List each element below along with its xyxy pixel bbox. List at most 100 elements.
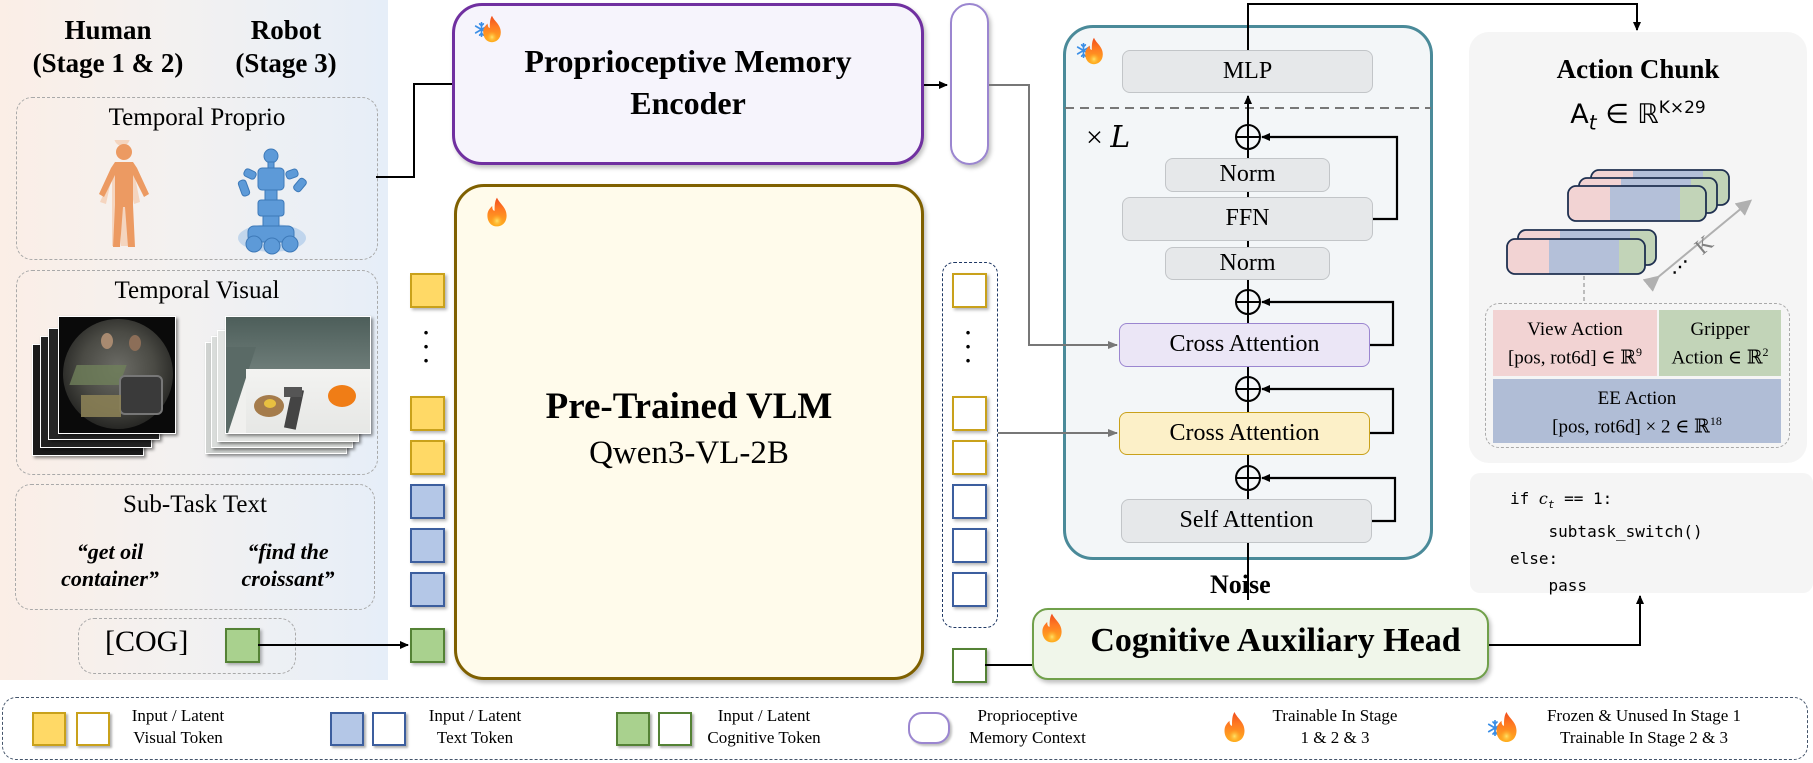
subtask-text-box: Sub-Task Text (15, 484, 375, 610)
human-visual-frames (32, 316, 176, 456)
legend-memory-line2: Memory Context (969, 728, 1086, 747)
legend-cognitive-line2: Cognitive Token (707, 728, 821, 747)
ee-action-dim: [pos, rot6d] × 2 ∈ ℝ (1552, 416, 1710, 438)
ffn-block: FFN (1122, 197, 1373, 241)
times-symbol: × (1086, 121, 1103, 154)
visual-latent-token (952, 273, 987, 308)
legend-visual-input-swatch (32, 712, 66, 746)
robot-stage-label: (Stage 3) (235, 48, 337, 78)
legend-frozen-label: Frozen & Unused In Stage 1 Trainable In … (1524, 705, 1764, 749)
cog-label: [COG] (105, 625, 189, 658)
legend-text-input-swatch (330, 712, 364, 746)
text-input-token (410, 572, 445, 607)
gripper-action-segment: Gripper Action ∈ ℝ2 (1659, 310, 1781, 376)
legend-cog-latent-swatch (658, 712, 692, 746)
fire-icon (1040, 612, 1064, 644)
visual-input-token (410, 440, 445, 475)
legend-trainable-line1: Trainable In Stage (1272, 706, 1398, 725)
legend-trainable-line2: 1 & 2 & 3 (1300, 728, 1370, 747)
subtask-text-title: Sub-Task Text (123, 491, 267, 518)
code-sub: t (1547, 498, 1555, 512)
latent-token-group (942, 262, 998, 628)
legend-visual-latent-swatch (76, 712, 110, 746)
view-action-sup: 9 (1636, 345, 1642, 359)
ee-action-sup: 18 (1709, 414, 1722, 428)
subtask-switch-code: if ct == 1: subtask_switch() else: pass (1470, 473, 1813, 596)
robot-column-header: Robot (Stage 3) (206, 14, 366, 80)
code-line3: else: (1510, 549, 1559, 569)
text-latent-token (952, 528, 987, 563)
vlm-model-name: Qwen3-VL-2B (589, 435, 789, 471)
fire-icon (1222, 710, 1247, 744)
pretrained-vlm: Pre-Trained VLM Qwen3-VL-2B (454, 184, 924, 680)
human-body-icon (99, 140, 149, 247)
cross-attention-vlm-block: Cross Attention (1119, 412, 1370, 455)
formula-base: A (1570, 99, 1589, 130)
code-line4: pass (1510, 576, 1588, 596)
robot-subtask-text: “find the croissant” (218, 538, 358, 592)
gripper-action-label: Gripper (1690, 319, 1750, 340)
cog-input-token (225, 628, 260, 663)
formula-sup: K×29 (1658, 98, 1706, 118)
temporal-proprio-box: Temporal Proprio (16, 97, 378, 260)
robot-icon (237, 148, 307, 255)
legend-visual-line2: Visual Token (133, 728, 223, 747)
legend (2, 697, 1808, 760)
legend-memory-label: Proprioceptive Memory Context (955, 705, 1100, 749)
text-input-token (410, 484, 445, 519)
noise-label: Noise (1210, 570, 1271, 599)
legend-text-line2: Text Token (436, 728, 514, 747)
human-subtask-line1: “get oil (76, 539, 144, 564)
head-to-code-wire (1489, 595, 1644, 646)
code-cond: == 1: (1554, 489, 1613, 508)
visual-latent-token (952, 396, 987, 431)
encoder-title-line2: Encoder (630, 85, 746, 121)
robot-subtask-line1: “find the (247, 539, 329, 564)
visual-input-token (410, 396, 445, 431)
legend-cognitive-label: Input / Latent Cognitive Token (694, 705, 834, 749)
text-latent-token (952, 572, 987, 607)
action-chunk-stack: ⋰ (1469, 150, 1753, 303)
k-axis-arrow (1642, 199, 1753, 292)
fire-icon (1494, 710, 1519, 744)
visual-latent-token (952, 440, 987, 475)
legend-visual-line1: Input / Latent (131, 706, 225, 725)
formula-mid: ∈ ℝ (1596, 99, 1659, 130)
legend-memory-swatch (908, 712, 950, 744)
repeat-l-label: × L (1086, 120, 1130, 155)
robot-tabletop-image (225, 316, 371, 434)
action-chunk-title: Action Chunk (1556, 54, 1720, 84)
encoder-title: Proprioceptive Memory Encoder (455, 40, 921, 124)
action-breakdown: View Action [pos, rot6d] ∈ ℝ9 Gripper Ac… (1485, 303, 1790, 448)
stack-ellipsis: ⋰ (1672, 259, 1688, 276)
text-latent-token (952, 484, 987, 519)
temporal-visual-box: Temporal Visual (16, 270, 378, 475)
human-subtask-line2: container” (61, 566, 159, 591)
robot-subtask-line2: croissant” (241, 566, 335, 591)
legend-text-label: Input / Latent Text Token (415, 705, 535, 749)
ee-action-segment: EE Action [pos, rot6d] × 2 ∈ ℝ18 (1493, 379, 1781, 443)
text-input-token (410, 528, 445, 563)
formula-sub: t (1588, 110, 1597, 135)
code-line2: subtask_switch() (1510, 522, 1703, 542)
legend-cog-input-swatch (616, 712, 650, 746)
legend-frozen-line2: Trainable In Stage 2 & 3 (1560, 728, 1728, 747)
fire-icon (1083, 36, 1105, 66)
view-action-segment: View Action [pos, rot6d] ∈ ℝ9 (1493, 310, 1657, 376)
encoder-title-line1: Proprioceptive Memory (524, 43, 852, 79)
view-action-label: View Action (1527, 319, 1623, 340)
ellipsis-icon: ··· (964, 320, 972, 373)
code-var: c (1538, 489, 1548, 508)
fire-icon (481, 14, 503, 44)
legend-text-line1: Input / Latent (428, 706, 522, 725)
visual-input-token (410, 273, 445, 308)
cog-latent-token (952, 648, 987, 683)
legend-memory-line1: Proprioceptive (977, 706, 1078, 725)
temporal-proprio-title: Temporal Proprio (108, 104, 286, 131)
robot-visual-frames (205, 316, 371, 456)
action-step-back (1568, 170, 1729, 221)
layer-count-var: L (1110, 120, 1131, 155)
gripper-action-dim: Action ∈ ℝ (1671, 347, 1763, 369)
cog-input-token (410, 628, 445, 663)
norm-block: Norm (1165, 247, 1330, 280)
